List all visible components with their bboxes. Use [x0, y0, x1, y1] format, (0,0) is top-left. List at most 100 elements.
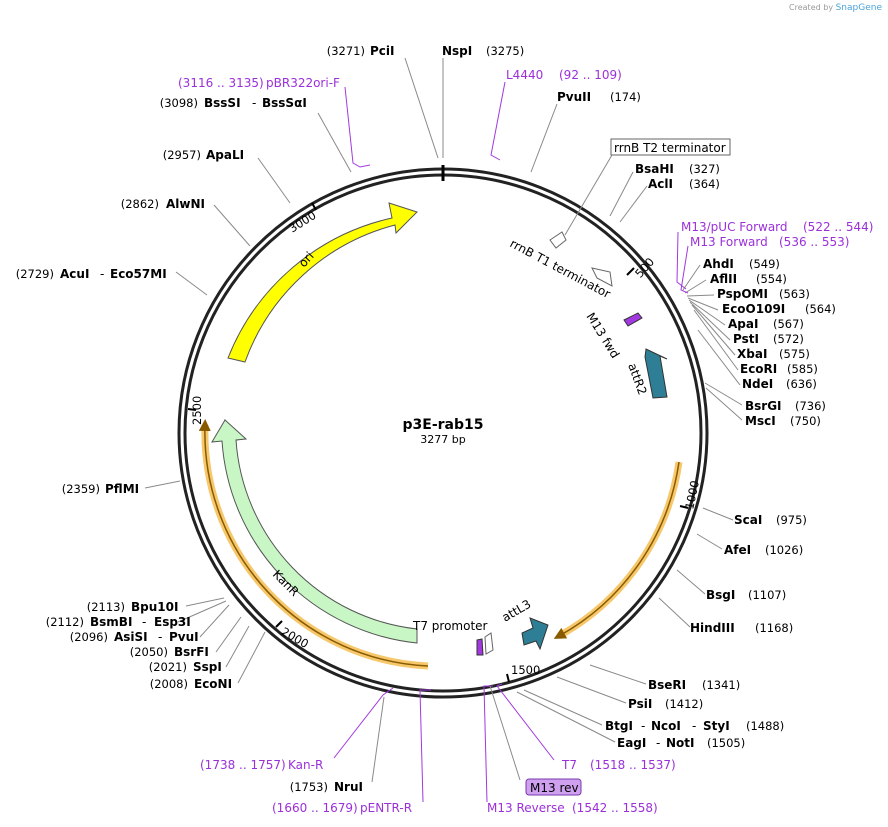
- m13rev-label[interactable]: M13 Reverse: [487, 801, 565, 815]
- nspi-pos: (3275): [486, 44, 524, 58]
- apai-pos: (567): [773, 317, 804, 331]
- orf-right-arc[interactable]: [557, 461, 683, 640]
- bsrgi-label[interactable]: BsrGI: [745, 399, 782, 413]
- t7-small-feature[interactable]: [476, 638, 484, 656]
- m13puc-range: (522 .. 544): [803, 220, 873, 234]
- psti-label[interactable]: PstI: [733, 332, 759, 346]
- sspi-pos: (2021): [149, 660, 187, 674]
- bsgi-label[interactable]: BsgI: [706, 588, 735, 602]
- sspi-label[interactable]: SspI: [193, 660, 222, 674]
- nrui-label[interactable]: NruI: [334, 780, 363, 794]
- bssi-sep: -: [252, 96, 256, 110]
- econi-label[interactable]: EcoNI: [194, 677, 232, 691]
- bpu10i-label[interactable]: Bpu10I: [131, 600, 178, 614]
- l4440-label[interactable]: L4440: [506, 68, 543, 82]
- t7-promoter-feature[interactable]: [484, 632, 494, 655]
- attr2-feature[interactable]: [644, 348, 668, 399]
- orf-right-arc-line: [553, 461, 680, 639]
- hindiii-label[interactable]: HindIII: [690, 621, 735, 635]
- bsgi-pos: (1107): [748, 588, 786, 602]
- pcii-label[interactable]: PciI: [370, 44, 395, 58]
- m13-rev-box[interactable]: [525, 778, 582, 796]
- plasmid-size: 3277 bp: [420, 433, 465, 446]
- tick-marks: [187, 202, 689, 683]
- eagi-pos: (1505): [707, 736, 745, 750]
- m13rev-range: (1542 .. 1558): [572, 801, 658, 815]
- afei-label[interactable]: AfeI: [724, 543, 751, 557]
- acli-label[interactable]: AclI: [648, 177, 673, 191]
- nspi-label[interactable]: NspI: [442, 44, 472, 58]
- apai-label[interactable]: ApaI: [728, 317, 758, 331]
- btgi-label[interactable]: BtgI: [605, 719, 633, 733]
- eco0109i-label[interactable]: EcoO109I: [722, 302, 785, 316]
- aflii-pos: (554): [756, 272, 787, 286]
- btgi-sep-2: -: [692, 719, 696, 733]
- btgi-label-2[interactable]: NcoI: [651, 719, 681, 733]
- eagi-label-2[interactable]: NotI: [666, 736, 695, 750]
- pflmi-label[interactable]: PflMI: [105, 482, 139, 496]
- attl3-feature[interactable]: [521, 617, 549, 651]
- acli-pos: (364): [689, 177, 720, 191]
- asisi-label[interactable]: AsiSI: [114, 630, 148, 644]
- pspomi-pos: (563): [779, 287, 810, 301]
- ahdi-pos: (549): [749, 257, 780, 271]
- bsrfi-pos: (2050): [130, 645, 168, 659]
- psti-pos: (572): [773, 332, 804, 346]
- apali-pos: (2957): [163, 148, 201, 162]
- alwni-label[interactable]: AlwNI: [166, 197, 205, 211]
- kanr-arrow-body: [211, 419, 418, 644]
- bsmbi-label-2[interactable]: Esp3I: [154, 615, 191, 629]
- rrnb-t2-box: [610, 138, 731, 156]
- bsrfi-label[interactable]: BsrFI: [174, 645, 209, 659]
- primer-marks: [333, 81, 689, 803]
- m13-fwd-feature[interactable]: [623, 312, 643, 327]
- kanr-primer-label[interactable]: Kan-R: [288, 758, 323, 772]
- scai-label[interactable]: ScaI: [734, 513, 762, 527]
- bseri-label[interactable]: BseRI: [648, 678, 686, 692]
- acui-pos: (2729): [16, 267, 54, 281]
- alwni-pos: (2862): [121, 197, 159, 211]
- bssi-label[interactable]: BssSI: [204, 96, 241, 110]
- orf-left-arc-line: [198, 419, 429, 667]
- pvuii-label[interactable]: PvuII: [557, 90, 591, 104]
- bsmbi-label[interactable]: BsmBI: [90, 615, 132, 629]
- msci-label[interactable]: MscI: [745, 414, 776, 428]
- l4440-range: (92 .. 109): [559, 68, 622, 82]
- scai-pos: (975): [776, 513, 807, 527]
- ecori-label[interactable]: EcoRI: [740, 362, 777, 376]
- acui-label-2[interactable]: Eco57MI: [110, 267, 167, 281]
- rrnb-t2-feature[interactable]: [549, 231, 567, 249]
- m13fwd-label[interactable]: M13 Forward: [690, 235, 768, 249]
- acui-label[interactable]: AcuI: [60, 267, 89, 281]
- apali-label[interactable]: ApaLI: [206, 148, 244, 162]
- ahdi-label[interactable]: AhdI: [703, 257, 734, 271]
- credit-prefix: Created by: [789, 3, 834, 12]
- aflii-label[interactable]: AflII: [710, 272, 737, 286]
- ori-feature[interactable]: [227, 202, 418, 363]
- enzyme-leaders: [144, 57, 743, 783]
- pbr322-range: (3116 .. 3135): [178, 76, 264, 90]
- asisi-label-2[interactable]: PvuI: [169, 630, 199, 644]
- bsahi-label[interactable]: BsaHI: [635, 162, 674, 176]
- pentr-label[interactable]: pENTR-R: [360, 801, 412, 815]
- kanr-primer-range: (1738 .. 1757): [200, 758, 286, 772]
- m13puc-label[interactable]: M13/pUC Forward: [681, 220, 788, 234]
- econi-pos: (2008): [150, 677, 188, 691]
- ndei-label[interactable]: NdeI: [742, 377, 773, 391]
- plasmid-name: p3E-rab15: [403, 417, 484, 433]
- msci-pos: (750): [790, 414, 821, 428]
- acui-sep: -: [100, 267, 104, 281]
- btgi-label-3[interactable]: StyI: [703, 719, 730, 733]
- m13-rev-box-label: M13 rev: [530, 781, 579, 795]
- attr2-label: attR2: [625, 361, 649, 397]
- bssi-label-2[interactable]: BssSαI: [262, 96, 307, 110]
- pbr322-label[interactable]: pBR322ori-F: [266, 76, 340, 90]
- psii-label[interactable]: PsiI: [628, 697, 652, 711]
- eagi-label[interactable]: EagI: [617, 736, 646, 750]
- pspomi-label[interactable]: PspOMI: [717, 287, 768, 301]
- tick-1000: 1000: [682, 479, 702, 511]
- ndei-pos: (636): [786, 377, 817, 391]
- xbai-label[interactable]: XbaI: [737, 347, 767, 361]
- t7-primer-label[interactable]: T7: [561, 758, 577, 772]
- rrnb-t1-feature[interactable]: [591, 267, 613, 287]
